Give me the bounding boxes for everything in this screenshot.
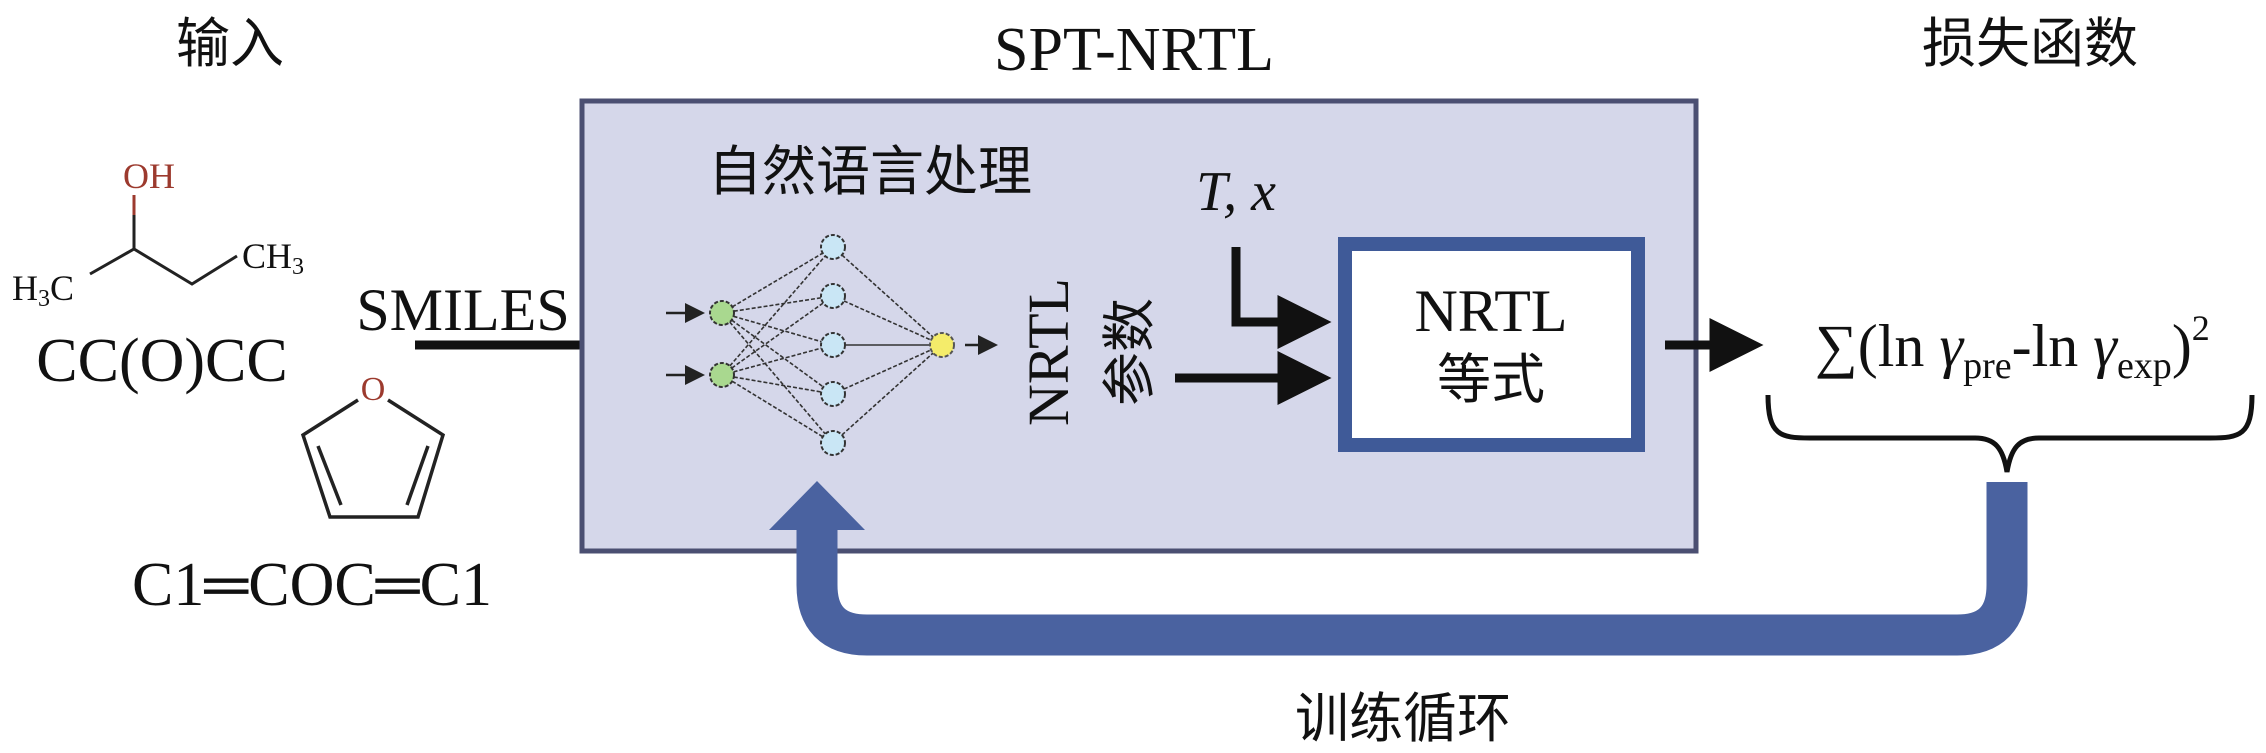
header-loss: 损失函数 — [1922, 12, 2138, 75]
nn-connection — [721, 312, 834, 395]
nn-hidden-node — [820, 430, 846, 456]
neural-network-icon — [666, 234, 998, 456]
nn-connection — [721, 312, 834, 444]
nn-connection — [721, 344, 834, 376]
nn-connection — [832, 344, 943, 444]
furan-double-bond-left — [316, 445, 343, 506]
nn-input-node — [709, 362, 735, 388]
formula-close: ) — [2172, 313, 2192, 379]
furan-ring-bonds — [300, 398, 446, 519]
nrtl-equation-box — [1338, 237, 1645, 452]
nn-hidden-node — [820, 234, 846, 260]
nn-connection — [721, 295, 834, 376]
sum-symbol: ∑ — [1815, 313, 1858, 379]
left-methyl-label: H3C — [12, 268, 74, 312]
conditions-label: T, x — [1196, 161, 1276, 223]
smiles-butanol: CC(O)CC — [36, 327, 287, 395]
formula-open: (ln — [1858, 313, 1940, 379]
equation-line2: 等式 — [1437, 348, 1545, 411]
gamma-exp: γ — [2093, 313, 2118, 379]
nn-connection — [721, 374, 834, 444]
molecule-furan: O C1═COC═C1 — [132, 371, 492, 619]
training-loop-label: 训练循环 — [1295, 687, 1511, 750]
underbrace — [1765, 394, 2255, 473]
header-model: SPT-NRTL — [994, 16, 1274, 84]
loss-formula: ∑(ln γpre-ln γexp)2 — [1815, 308, 2210, 387]
equation-line1: NRTL — [1414, 278, 1567, 344]
nn-input-node — [709, 300, 735, 326]
nn-connection — [721, 374, 834, 395]
nn-connection — [721, 295, 834, 314]
ring-oxygen-label: O — [361, 371, 386, 408]
nn-connection — [721, 246, 834, 376]
nrtl-params-line2: 参数 — [1098, 298, 1161, 406]
training-loop-arrowhead — [769, 481, 865, 530]
nn-hidden-node — [820, 332, 846, 358]
conditions-arrow — [1231, 247, 1332, 349]
hydroxyl-label: OH — [123, 156, 175, 196]
furan-double-bond-right — [405, 445, 430, 506]
subscript-pre: pre — [1963, 345, 2012, 387]
gamma-pre: γ — [1939, 313, 1964, 379]
nn-connection — [832, 246, 943, 346]
nn-connection — [832, 295, 943, 346]
subscript-exp: exp — [2117, 345, 2172, 387]
right-methyl-label: CH3 — [242, 236, 304, 280]
formula-power: 2 — [2192, 308, 2210, 348]
bond-chain — [89, 247, 238, 286]
nn-connection — [832, 344, 943, 395]
header-input: 输入 — [176, 12, 284, 75]
smiles-furan: C1═COC═C1 — [132, 551, 492, 619]
nn-connection — [721, 312, 834, 346]
smiles-arrow-label: SMILES — [356, 277, 569, 343]
nn-output-node — [929, 332, 955, 358]
nn-hidden-node — [820, 283, 846, 309]
formula-minus: -ln — [2012, 313, 2094, 379]
training-loop-arrow — [796, 482, 2028, 656]
molecule-butanol: OH H3C CH3 CC(O)CC — [12, 156, 304, 395]
nlp-label: 自然语言处理 — [708, 140, 1032, 203]
nn-connection — [721, 246, 834, 314]
nrtl-params-line1: NRTL — [1016, 278, 1081, 426]
nn-hidden-node — [820, 381, 846, 407]
